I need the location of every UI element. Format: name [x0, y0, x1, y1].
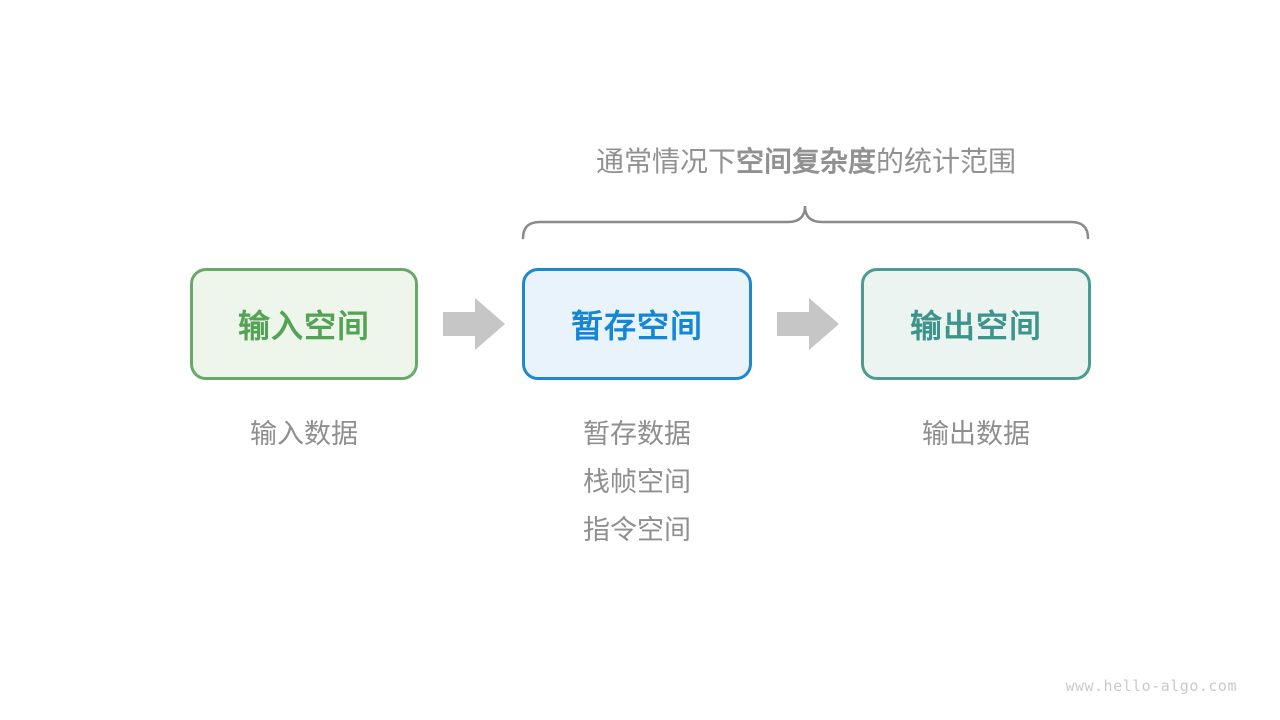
note-instruction-space: 指令空间 [583, 515, 691, 545]
arrow-right-shape [443, 298, 505, 350]
arrow-right-icon [777, 298, 839, 350]
box-output-space-label: 输出空间 [909, 308, 1042, 344]
title-emphasis: 空间复杂度 [735, 146, 876, 177]
box-output-space: 输出空间 [861, 268, 1091, 380]
note-temp-data: 暂存数据 [583, 419, 691, 449]
arrow-right-shape [777, 298, 839, 350]
box-input-space-label: 输入空间 [237, 308, 370, 344]
box-input-space: 输入空间 [190, 268, 418, 380]
title-prefix: 通常情况下 [595, 146, 736, 177]
diagram-title: 通常情况下空间复杂度的统计范围 [520, 144, 1092, 180]
arrow-right-icon [443, 298, 505, 350]
scope-brace-path [521, 205, 1090, 240]
box-temp-space: 暂存空间 [522, 268, 752, 380]
note-input-data: 输入数据 [250, 419, 358, 449]
note-stack-frame-space: 栈帧空间 [583, 467, 691, 497]
notes-temp-space: 暂存数据 栈帧空间 指令空间 [522, 420, 752, 564]
watermark: www.hello-algo.com [1065, 677, 1237, 695]
notes-output-space: 输出数据 [861, 420, 1091, 468]
scope-brace [521, 205, 1090, 240]
notes-input-space: 输入数据 [190, 420, 418, 468]
note-output-data: 输出数据 [922, 419, 1030, 449]
box-temp-space-label: 暂存空间 [570, 308, 703, 344]
title-suffix: 的统计范围 [876, 146, 1017, 177]
